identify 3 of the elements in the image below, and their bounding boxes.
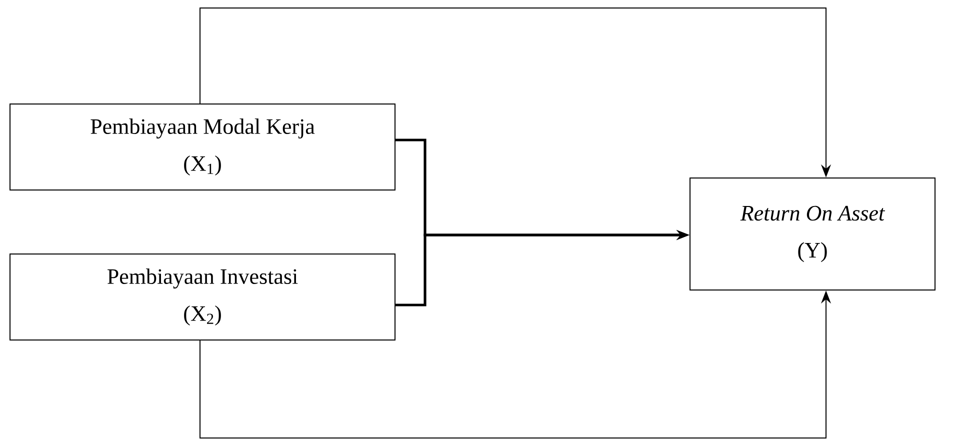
process-box: Return On Asset (Y) — [690, 178, 936, 290]
process-box: Pembiayaan Modal Kerja (X$_{1}$) — [10, 104, 396, 190]
process-box: Pembiayaan Investasi (X$_{2}$) — [10, 254, 396, 340]
